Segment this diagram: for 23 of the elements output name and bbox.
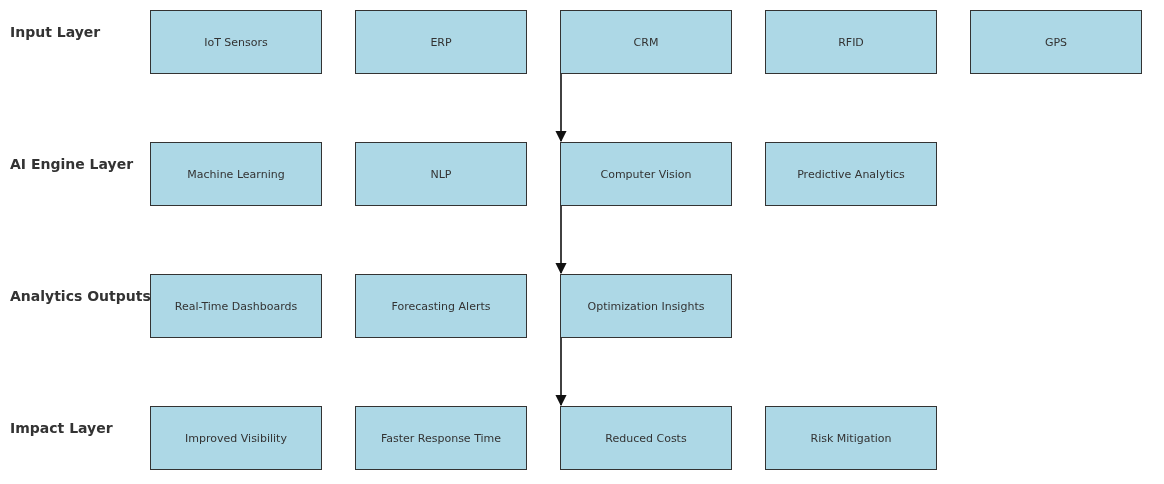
process-box: NLP <box>355 142 527 206</box>
process-box: Real-Time Dashboards <box>150 274 322 338</box>
process-box: Reduced Costs <box>560 406 732 470</box>
layer-label: AI Engine Layer <box>10 156 134 172</box>
layer-label: Analytics Outputs <box>10 288 151 304</box>
layer-label: Impact Layer <box>10 420 113 436</box>
process-box: IoT Sensors <box>150 10 322 74</box>
process-box: Forecasting Alerts <box>355 274 527 338</box>
process-box: Faster Response Time <box>355 406 527 470</box>
process-box: GPS <box>970 10 1142 74</box>
process-box: RFID <box>765 10 937 74</box>
process-box: CRM <box>560 10 732 74</box>
process-box: Machine Learning <box>150 142 322 206</box>
process-box: Predictive Analytics <box>765 142 937 206</box>
process-box: Improved Visibility <box>150 406 322 470</box>
process-box: Optimization Insights <box>560 274 732 338</box>
process-box: Computer Vision <box>560 142 732 206</box>
arrow <box>555 205 567 275</box>
arrow <box>555 337 567 407</box>
layer-label: Input Layer <box>10 24 101 40</box>
process-box: Risk Mitigation <box>765 406 937 470</box>
process-box: ERP <box>355 10 527 74</box>
arrow <box>555 73 567 143</box>
